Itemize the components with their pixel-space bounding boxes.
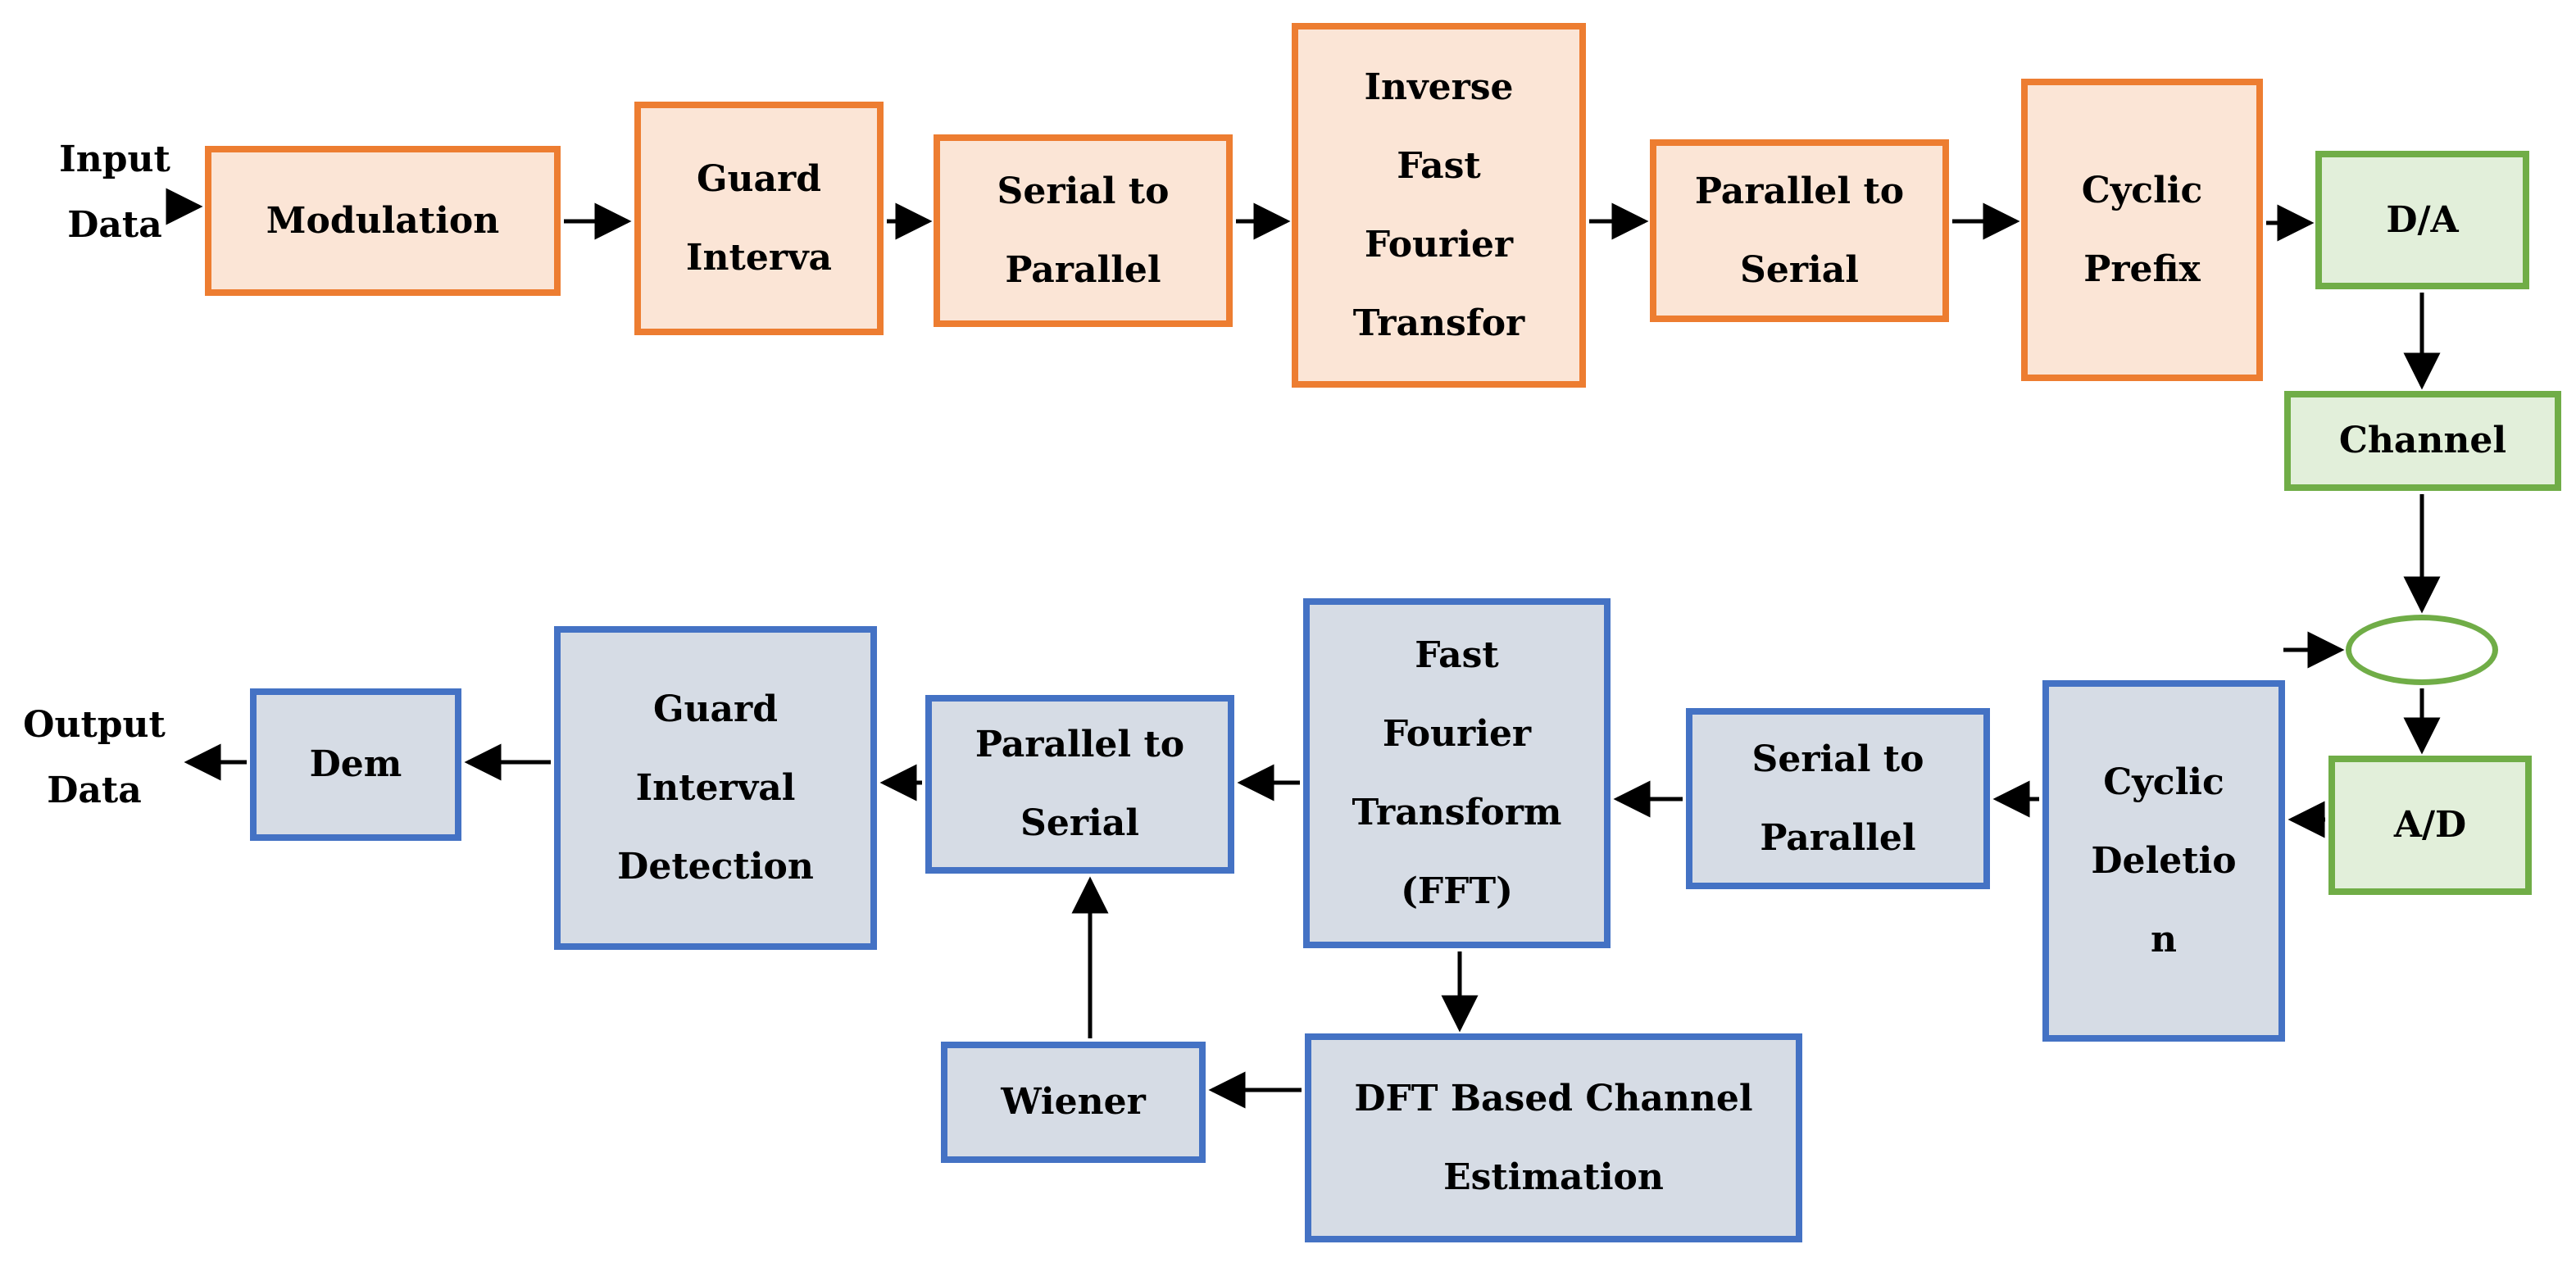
parallel-to-serial-rx-label: Serial	[1020, 802, 1139, 844]
parallel-to-serial-tx-label: Serial	[1740, 248, 1859, 291]
input-data-label: Input Data	[33, 127, 197, 258]
guard-interval-label: Interva	[685, 236, 833, 279]
dft-channel-estimation-label: Estimation	[1443, 1156, 1664, 1198]
serial-to-parallel-tx-label: Parallel	[1005, 248, 1161, 291]
cyclic-prefix-label: Prefix	[2083, 247, 2201, 290]
ad-converter-block: A/D	[2328, 756, 2532, 895]
parallel-to-serial-rx-label: Parallel to	[975, 724, 1185, 765]
parallel-to-serial-tx-block: Parallel to Serial	[1650, 139, 1949, 322]
cyclic-prefix-block: Cyclic Prefix	[2021, 79, 2263, 381]
parallel-to-serial-rx-block: Parallel to Serial	[925, 695, 1234, 874]
fft-label: Fast	[1415, 634, 1499, 676]
guard-interval-detection-label: Guard	[652, 688, 779, 730]
serial-to-parallel-tx-label: Serial to	[997, 170, 1170, 212]
modulation-label: Modulation	[266, 199, 500, 242]
guard-interval-detection-block: Guard Interval Detection	[554, 626, 877, 950]
channel-label: Channel	[2338, 420, 2507, 461]
noise-adder-ellipse	[2346, 615, 2498, 685]
guard-interval-block: Guard Interva	[634, 102, 884, 335]
cyclic-deletion-label: Cyclic	[2103, 761, 2224, 803]
cyclic-deletion-block: Cyclic Deletio n	[2042, 680, 2285, 1042]
ifft-label: Fourier	[1364, 223, 1514, 266]
cyclic-prefix-label: Cyclic	[2081, 169, 2203, 211]
demodulation-block: Dem	[250, 688, 461, 841]
input-data-line: Input	[59, 139, 170, 180]
da-converter-label: D/A	[2386, 198, 2459, 241]
cyclic-deletion-label: Deletio	[2091, 839, 2237, 882]
guard-interval-detection-label: Detection	[617, 845, 814, 888]
dft-channel-estimation-label: DFT Based Channel	[1354, 1077, 1753, 1119]
output-data-label: Output Data	[12, 693, 176, 824]
modulation-block: Modulation	[205, 146, 561, 296]
ifft-label: Inverse	[1364, 66, 1514, 108]
wiener-label: Wiener	[1001, 1081, 1146, 1123]
guard-interval-label: Guard	[696, 157, 822, 200]
ifft-block: Inverse Fast Fourier Transfor	[1292, 23, 1586, 388]
cyclic-deletion-label: n	[2151, 918, 2177, 960]
ifft-label: Fast	[1397, 144, 1481, 187]
fft-block: Fast Fourier Transform (FFT)	[1303, 598, 1611, 948]
da-converter-block: D/A	[2315, 151, 2529, 289]
serial-to-parallel-tx-block: Serial to Parallel	[934, 134, 1233, 327]
guard-interval-detection-label: Interval	[635, 766, 796, 809]
fft-label: Fourier	[1382, 712, 1532, 755]
dft-channel-estimation-block: DFT Based Channel Estimation	[1305, 1033, 1802, 1242]
serial-to-parallel-rx-label: Serial to	[1751, 738, 1924, 780]
fft-label: Transform	[1352, 791, 1562, 833]
serial-to-parallel-rx-label: Parallel	[1760, 816, 1916, 859]
ad-converter-label: A/D	[2393, 804, 2467, 846]
output-data-line: Output	[23, 704, 166, 746]
input-data-line: Data	[67, 204, 162, 246]
parallel-to-serial-tx-label: Parallel to	[1694, 170, 1905, 212]
demodulation-label: Dem	[309, 743, 402, 785]
serial-to-parallel-rx-block: Serial to Parallel	[1686, 708, 1990, 889]
wiener-block: Wiener	[941, 1042, 1206, 1163]
fft-label: (FFT)	[1401, 870, 1513, 912]
ifft-label: Transfor	[1352, 302, 1525, 344]
output-data-line: Data	[47, 770, 142, 811]
channel-block: Channel	[2284, 391, 2561, 491]
